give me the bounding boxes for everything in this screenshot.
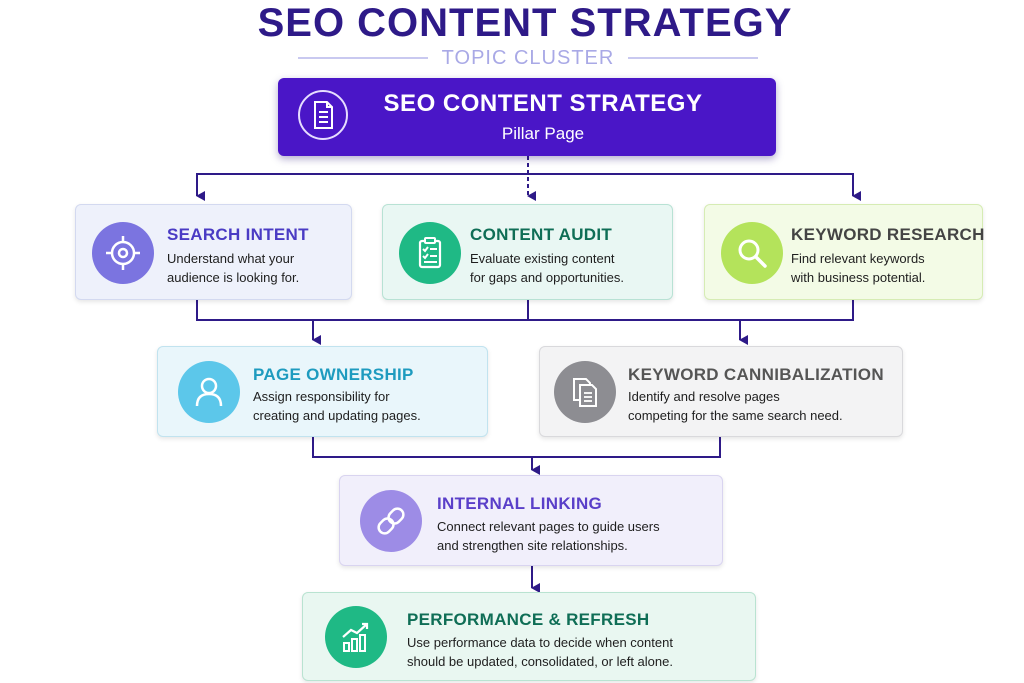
search-intent-line2: audience is looking for. [167, 270, 300, 285]
subtitle-left-rule [298, 57, 428, 59]
card-keyword-cannibalization: KEYWORD CANNIBALIZATION Identify and res… [539, 346, 903, 437]
content-audit-title: CONTENT AUDIT [470, 225, 613, 244]
page-ownership-line1: Assign responsibility for [253, 389, 390, 404]
internal-linking-title: INTERNAL LINKING [437, 494, 603, 513]
content-audit-line1: Evaluate existing content [470, 251, 615, 266]
growth-chart-icon [325, 606, 387, 668]
card-keyword-research: KEYWORD RESEARCH Find relevant keywords … [704, 204, 985, 300]
checklist-icon [399, 222, 461, 284]
search-icon [721, 222, 783, 284]
document-icon [298, 90, 348, 140]
performance-refresh-line2: should be updated, consolidated, or left… [407, 654, 673, 669]
duplicate-documents-icon [554, 361, 616, 423]
card-performance-refresh: PERFORMANCE & REFRESH Use performance da… [302, 592, 756, 681]
keyword-research-line2: with business potential. [791, 270, 926, 285]
search-intent-title: SEARCH INTENT [167, 225, 309, 244]
card-internal-linking: INTERNAL LINKING Connect relevant pages … [339, 475, 723, 566]
connector-row2-merge [312, 437, 721, 458]
pillar-title: SEO CONTENT STRATEGY [383, 90, 703, 117]
search-intent-line1: Understand what your [167, 251, 295, 266]
keyword-cannibalization-line1: Identify and resolve pages [628, 389, 780, 404]
subtitle-right-rule [628, 57, 759, 59]
card-content-audit: CONTENT AUDIT Evaluate existing content … [382, 204, 673, 300]
target-icon [92, 222, 154, 284]
user-icon [178, 361, 240, 423]
subtitle-row: TOPIC CLUSTER [298, 45, 759, 71]
performance-refresh-title: PERFORMANCE & REFRESH [407, 610, 650, 629]
page-title: SEO CONTENT STRATEGY [257, 1, 793, 45]
internal-linking-line1: Connect relevant pages to guide users [437, 519, 660, 534]
link-icon [360, 490, 422, 552]
page-ownership-title: PAGE OWNERSHIP [253, 365, 414, 384]
keyword-research-line1: Find relevant keywords [791, 251, 925, 266]
content-audit-line2: for gaps and opportunities. [470, 270, 624, 285]
keyword-research-title: KEYWORD RESEARCH [791, 225, 985, 244]
connector-pillar-split [196, 173, 861, 201]
page-subtitle: TOPIC CLUSTER [441, 46, 615, 69]
page-ownership-line2: creating and updating pages. [253, 408, 421, 423]
keyword-cannibalization-line2: competing for the same search need. [628, 408, 843, 423]
pillar-subtitle: Pillar Page [501, 124, 585, 143]
connector-row1-merge [196, 300, 854, 321]
keyword-cannibalization-title: KEYWORD CANNIBALIZATION [628, 365, 884, 384]
card-page-ownership: PAGE OWNERSHIP Assign responsibility for… [157, 346, 488, 437]
internal-linking-line2: and strengthen site relationships. [437, 538, 628, 553]
pillar-page-box: SEO CONTENT STRATEGY Pillar Page [278, 78, 776, 156]
performance-refresh-line1: Use performance data to decide when cont… [407, 635, 673, 650]
card-search-intent: SEARCH INTENT Understand what your audie… [75, 204, 352, 300]
